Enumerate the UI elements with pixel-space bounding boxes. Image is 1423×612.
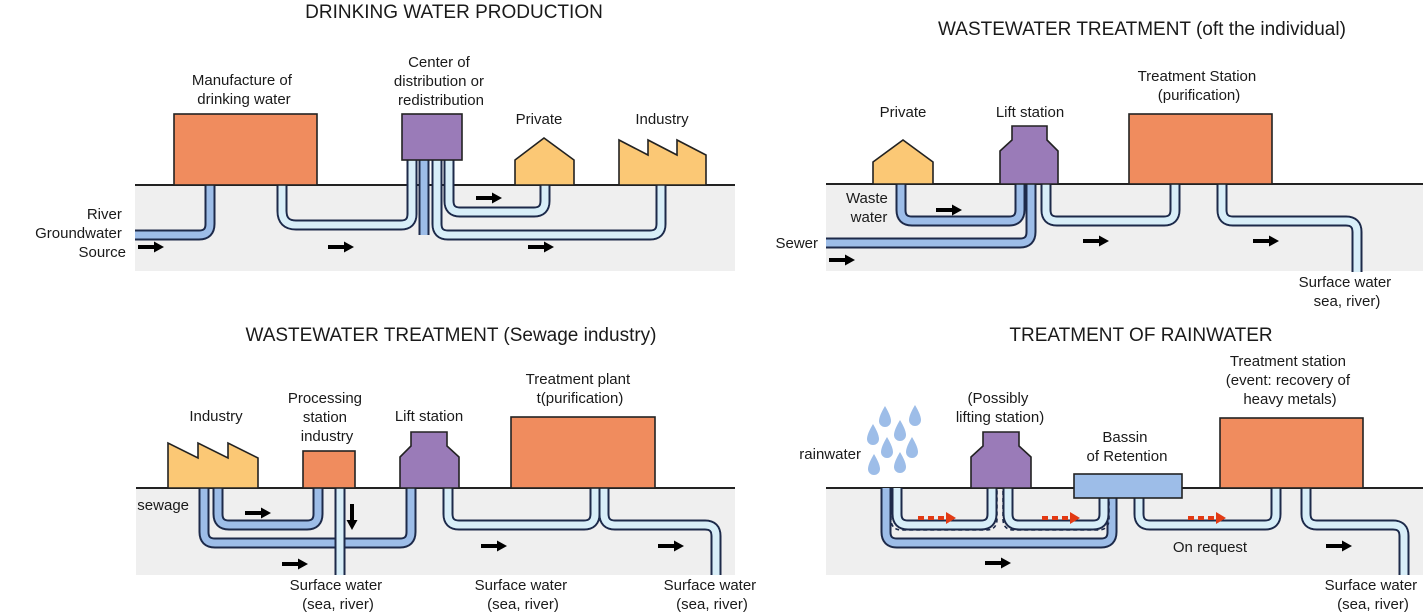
- label-treatment-station: Treatment Station (purification): [1138, 68, 1261, 104]
- panel-title: WASTEWATER TREATMENT (oft the individual…: [938, 19, 1346, 40]
- industry-factory: [167, 441, 259, 489]
- processing-station-building: [302, 450, 356, 489]
- label-lifting-station: (Possibly lifting station): [956, 390, 1044, 426]
- label-sewer: Sewer: [775, 235, 818, 252]
- lift-station-building: [399, 431, 460, 489]
- private-house: [514, 137, 575, 186]
- label-treatment-station: Treatment station (event: recovery of he…: [1226, 353, 1354, 408]
- ground: [826, 488, 1423, 575]
- label-private: Private: [516, 111, 563, 128]
- label-surface-water: Surface water (sea, river): [1325, 577, 1422, 612]
- label-source: River Groundwater Source: [35, 206, 126, 261]
- ground: [136, 488, 735, 575]
- label-retention-basin: Bassin of Retention: [1087, 429, 1168, 465]
- industry-factory: [618, 138, 707, 186]
- label-industry: Industry: [189, 408, 243, 425]
- label-surface-water-1: Surface water (sea, river): [290, 577, 387, 612]
- private-house: [872, 139, 934, 185]
- panel-rainwater: TREATMENT OF RAINWATER: [799, 325, 1423, 612]
- panel-title: TREATMENT OF RAINWATER: [1009, 325, 1272, 346]
- label-surface-water-2: Surface water (sea, river): [475, 577, 572, 612]
- lift-station-building: [999, 125, 1059, 185]
- treatment-plant-building: [510, 416, 656, 489]
- label-private: Private: [880, 104, 927, 121]
- panel-wastewater-industry: WASTEWATER TREATMENT (Sewage industry) I…: [136, 325, 761, 612]
- treatment-station-building: [1219, 417, 1364, 489]
- label-manufacture: Manufacture of drinking water: [192, 72, 296, 108]
- label-treatment-plant: Treatment plant t(purification): [526, 371, 635, 407]
- ground: [826, 184, 1423, 271]
- distribution-center-building: [401, 113, 463, 161]
- label-processing-station: Processing station industry: [288, 390, 366, 445]
- label-lift-station: Lift station: [395, 408, 463, 425]
- pipe-network: [198, 484, 722, 575]
- rain-drops: [867, 405, 921, 475]
- label-on-request: On request: [1173, 539, 1248, 556]
- pipe-network: [880, 484, 1410, 575]
- label-distribution-center: Center of distribution or redistribution: [394, 54, 488, 109]
- pipe-network: [135, 150, 667, 241]
- label-industry: Industry: [635, 111, 689, 128]
- label-rainwater: rainwater: [799, 446, 861, 463]
- panel-title: DRINKING WATER PRODUCTION: [305, 2, 603, 23]
- flow-arrows: [918, 512, 1352, 569]
- manufacture-building: [173, 113, 318, 186]
- lifting-station-building: [970, 431, 1032, 489]
- panel-title: WASTEWATER TREATMENT (Sewage industry): [245, 325, 656, 346]
- label-surface-water-3: Surface water (sea, river): [664, 577, 761, 612]
- label-surface-water: Surface water sea, river): [1299, 274, 1396, 310]
- label-sewage: sewage: [137, 497, 189, 514]
- label-waste-water: Waste water: [846, 190, 892, 226]
- treatment-station-building: [1128, 113, 1273, 185]
- pipe-network: [826, 180, 1363, 272]
- retention-basin: [1073, 473, 1183, 499]
- label-lift-station: Lift station: [996, 104, 1064, 121]
- panel-drinking-water: DRINKING WATER PRODUCTION Manufacture of…: [35, 2, 735, 271]
- panel-wastewater-individual: WASTEWATER TREATMENT (oft the individual…: [775, 19, 1423, 310]
